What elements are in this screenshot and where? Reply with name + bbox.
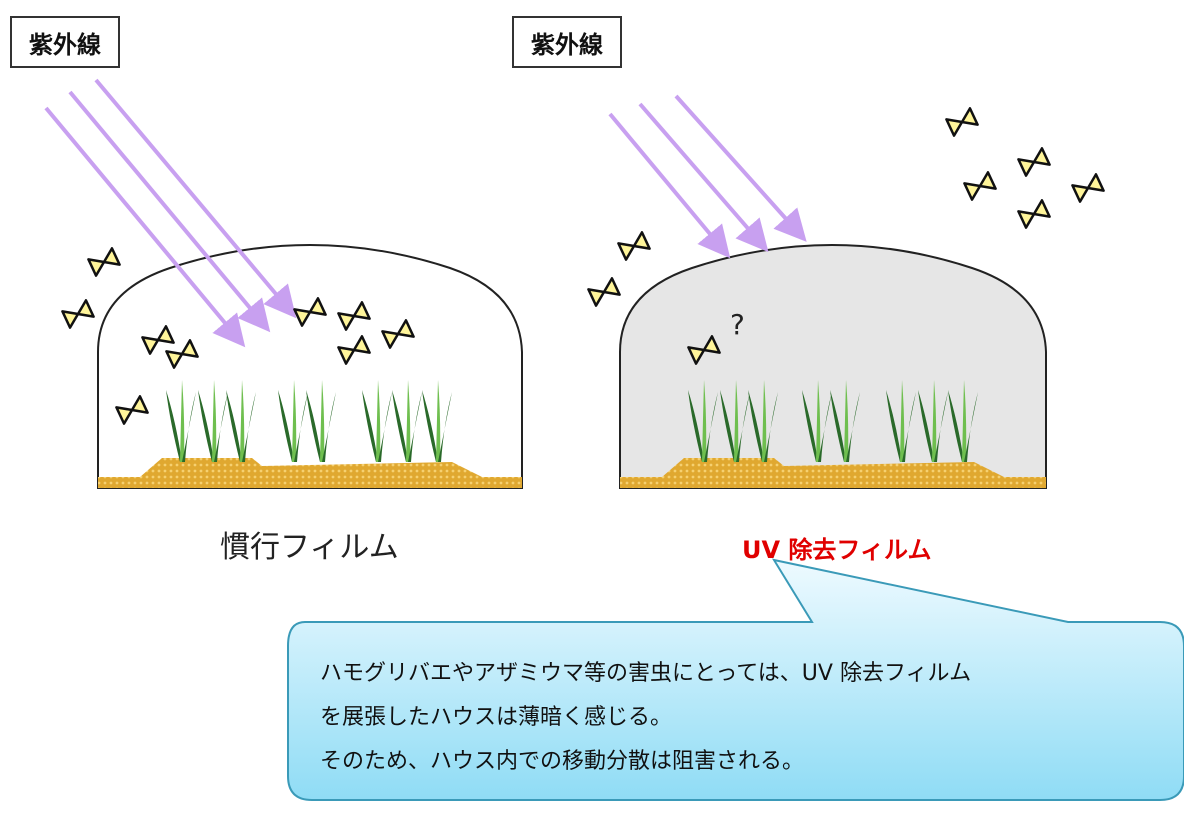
insect-icon (687, 335, 721, 365)
plant-icon (226, 380, 256, 462)
plant-icon (688, 380, 718, 462)
callout-line: ハモグリバエやアザミウマ等の害虫にとっては、UV 除去フィルム (320, 661, 972, 686)
plant-icon (198, 380, 228, 462)
soil-right (620, 458, 1046, 488)
insect-icon (61, 299, 95, 329)
caption-conventional-film: 慣行フィルム (220, 530, 399, 565)
insect-icon (1071, 173, 1105, 203)
plant-icon (830, 380, 860, 462)
insect-icon (945, 107, 979, 137)
callout-text: ハモグリバエやアザミウマ等の害虫にとっては、UV 除去フィルム を展張したハウス… (320, 652, 1160, 784)
uv-arrows-right (608, 94, 807, 259)
insect-icon (963, 171, 997, 201)
insect-icon (141, 325, 175, 355)
insect-icon (165, 339, 199, 369)
caption-uvcut-film: UV 除去フィルム (742, 536, 932, 564)
insect-icon (87, 247, 121, 277)
insect-icon (337, 335, 371, 365)
insect-icon (381, 319, 415, 349)
insects (61, 107, 1105, 425)
uv-arrows-left (44, 78, 297, 348)
plant-icon (278, 380, 308, 462)
plant-icon (166, 380, 196, 462)
greenhouse-uvcut (619, 244, 1047, 489)
callout-line: を展張したハウスは薄暗く感じる。 (320, 705, 673, 730)
plant-icon (422, 380, 452, 462)
question-mark: ? (730, 308, 745, 341)
insect-icon (293, 297, 327, 327)
uv-label-right: 紫外線 (512, 16, 622, 68)
plant-icon (748, 380, 778, 462)
plant-icon (948, 380, 978, 462)
soil-left (98, 458, 522, 488)
insect-icon (1017, 199, 1051, 229)
plant-icon (802, 380, 832, 462)
callout-line: そのため、ハウス内での移動分散は阻害される。 (320, 749, 805, 774)
insect-icon (337, 301, 371, 331)
plant-icon (918, 380, 948, 462)
insect-icon (587, 277, 621, 307)
uv-label-left: 紫外線 (10, 16, 120, 68)
plant-icon (306, 380, 336, 462)
plant-icon (720, 380, 750, 462)
callout-bubble (287, 558, 1184, 801)
plant-icon (392, 380, 422, 462)
greenhouse-conventional (97, 244, 523, 489)
insect-icon (115, 395, 149, 425)
plant-icon (362, 380, 392, 462)
plant-icon (886, 380, 916, 462)
insect-icon (1017, 147, 1051, 177)
insect-icon (617, 231, 651, 261)
plants (166, 380, 978, 462)
